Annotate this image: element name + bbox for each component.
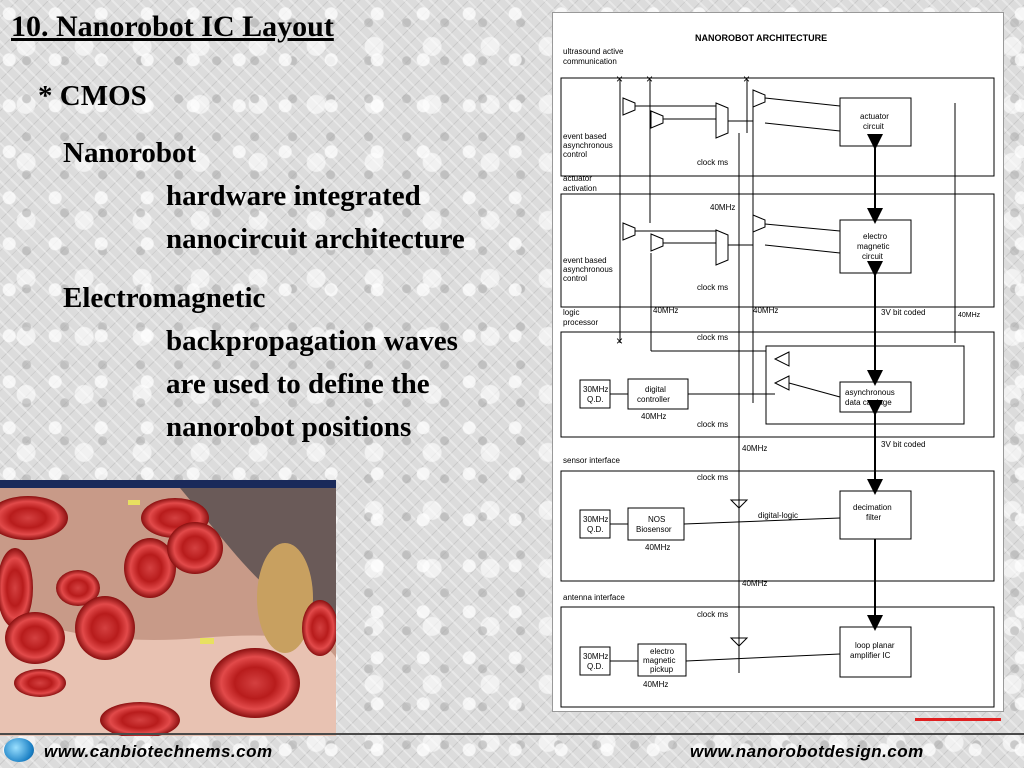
block-qd2-b: Q.D. <box>587 525 603 534</box>
heading-electromagnetic: Electromagnetic <box>63 282 266 314</box>
block-qd3-b: Q.D. <box>587 662 603 671</box>
text-hardware: hardware integrated <box>166 180 421 212</box>
diagram-title: NANOROBOT ARCHITECTURE <box>695 33 827 43</box>
block-em-3: circuit <box>862 252 884 261</box>
text-positions: nanorobot positions <box>166 411 412 443</box>
block-actuator-1: actuator <box>860 112 889 121</box>
label-event-b-3: control <box>563 274 587 283</box>
block-pickup-1: electro <box>650 647 675 656</box>
label-digital-logic: digital-logic <box>758 511 798 520</box>
label-logic-2: processor <box>563 318 598 327</box>
block-nos-1: NOS <box>648 515 665 524</box>
label-clock-2: clock ms <box>697 283 728 292</box>
blood-vessel-render <box>0 488 336 736</box>
label-clock-6: clock ms <box>697 610 728 619</box>
block-decimation-1: decimation <box>853 503 892 512</box>
label-clock-5: clock ms <box>697 473 728 482</box>
footer-divider <box>0 733 1024 735</box>
block-em-1: electro <box>863 232 888 241</box>
label-actuator-activation-1: actuator <box>563 174 592 183</box>
label-40mhz-g: 40MHz <box>645 543 670 552</box>
label-event-b-1: event based <box>563 256 607 265</box>
label-40mhz-f: 40MHz <box>742 444 767 453</box>
simulation-image: ALR NANOROBOT CONTROL DESIGN <box>0 480 336 736</box>
label-40mhz-b: 40MHz <box>653 306 678 315</box>
svg-text:×: × <box>616 334 623 348</box>
label-antenna-interface: antenna interface <box>563 593 625 602</box>
label-event-a-3: control <box>563 150 587 159</box>
block-qd3-a: 30MHz <box>583 652 608 661</box>
footer-link-nanorobotdesign[interactable]: www.nanorobotdesign.com <box>690 742 924 761</box>
label-40mhz-h: 40MHz <box>742 579 767 588</box>
svg-text:×: × <box>743 72 750 86</box>
label-clock-4: clock ms <box>697 420 728 429</box>
heading-nanorobot: Nanorobot <box>63 137 197 169</box>
label-40mhz-e: 40MHz <box>641 412 666 421</box>
label-40mhz-i: 40MHz <box>643 680 668 689</box>
label-event-b-2: asynchronous <box>563 265 613 274</box>
block-decimation-2: filter <box>866 513 881 522</box>
label-logic-1: logic <box>563 308 579 317</box>
architecture-diagram: × × × × NANOROBOT ARCHITECTURE ultrasoun… <box>552 12 1004 712</box>
label-40mhz-d: 40MHz <box>958 312 981 319</box>
block-pickup-3: pickup <box>650 665 674 674</box>
block-loop-2: amplifier IC <box>850 651 891 660</box>
block-qd1-b: Q.D. <box>587 395 603 404</box>
label-ultrasound-2: communication <box>563 57 617 66</box>
block-digital-controller-2: controller <box>637 395 670 404</box>
label-40mhz-c: 40MHz <box>753 306 778 315</box>
block-nos-2: Biosensor <box>636 525 672 534</box>
svg-text:×: × <box>646 72 653 86</box>
label-ultrasound-1: ultrasound active <box>563 47 624 56</box>
block-em-2: magnetic <box>857 242 889 251</box>
text-define: are used to define the <box>166 368 430 400</box>
label-sensor-interface: sensor interface <box>563 456 620 465</box>
text-nanocircuit: nanocircuit architecture <box>166 223 465 255</box>
slide-title: 10. Nanorobot IC Layout <box>11 10 334 43</box>
footer-accent-line <box>915 718 1001 721</box>
block-loop-1: loop planar <box>855 641 895 650</box>
block-pickup-2: magnetic <box>643 656 675 665</box>
label-3v-bit-a: 3V bit coded <box>881 308 925 317</box>
label-actuator-activation-2: activation <box>563 184 597 193</box>
label-event-a-2: asynchronous <box>563 141 613 150</box>
block-qd2-a: 30MHz <box>583 515 608 524</box>
text-backpropagation: backpropagation waves <box>166 325 458 357</box>
block-async-1: asynchronous <box>845 388 895 397</box>
label-event-a-1: event based <box>563 132 607 141</box>
block-digital-controller-1: digital <box>645 385 666 394</box>
footer-link-canbiotechnems[interactable]: www.canbiotechnems.com <box>44 742 273 761</box>
simulation-toolbar: ALR NANOROBOT CONTROL DESIGN <box>0 480 336 488</box>
block-actuator-2: circuit <box>863 122 885 131</box>
label-3v-bit-b: 3V bit coded <box>881 440 925 449</box>
label-clock-1: clock ms <box>697 158 728 167</box>
svg-text:×: × <box>616 72 623 86</box>
company-logo <box>4 738 34 762</box>
block-async-2: data carriage <box>845 398 892 407</box>
block-qd1-a: 30MHz <box>583 385 608 394</box>
label-clock-3: clock ms <box>697 333 728 342</box>
bullet-cmos: * CMOS <box>38 80 147 112</box>
label-40mhz-a: 40MHz <box>710 203 735 212</box>
